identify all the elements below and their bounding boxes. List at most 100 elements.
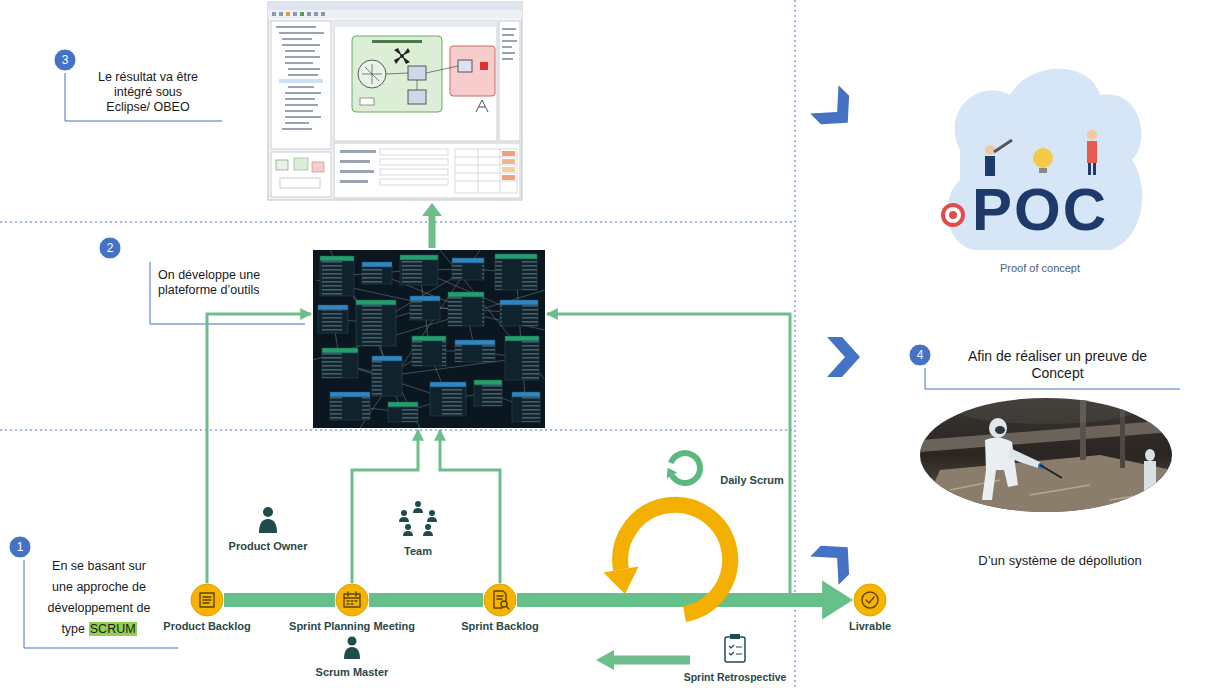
section-separator [0, 222, 795, 223]
team-icon [401, 510, 407, 516]
eclipse-screenshot [286, 12, 290, 16]
step-icon [862, 592, 878, 608]
eclipse-screenshot [334, 143, 520, 198]
callout-text: Afin de réaliser un preuve de Concept [945, 348, 1170, 382]
daily-loop [671, 453, 700, 483]
eclipse-screenshot [358, 60, 386, 88]
eclipse-screenshot [334, 21, 497, 27]
tool-platform-picture [455, 340, 495, 345]
decontamination-photo [950, 480, 1160, 500]
tool-platform-picture [512, 392, 540, 397]
daily-loop [667, 453, 700, 483]
eclipse-screenshot [300, 12, 304, 16]
team-icon [399, 517, 409, 522]
tool-platform-picture [372, 356, 402, 361]
eclipse-screenshot [288, 86, 314, 88]
eclipse-screenshot [268, 2, 522, 10]
eclipse-screenshot [400, 54, 404, 58]
eclipse-screenshot [285, 104, 318, 106]
decontamination-photo [918, 396, 1174, 515]
eclipse-screenshot [502, 159, 515, 164]
poc-illustration [1039, 168, 1047, 173]
ceremony-label: Daily Scrum [712, 474, 792, 487]
tool-platform-picture [330, 397, 370, 420]
step-circle-shape [483, 583, 517, 617]
person-icon [263, 507, 273, 517]
tool-platform-picture [474, 380, 502, 385]
clipboard-icon [730, 634, 740, 639]
poc-illustration [1087, 141, 1097, 163]
label-box: Team [388, 545, 448, 558]
sprint-loop [603, 505, 730, 614]
eclipse-screenshot [340, 170, 374, 173]
label-box: Scrum Master [297, 666, 407, 679]
callout-bracket [24, 560, 178, 648]
step-label: Livrable [849, 620, 891, 633]
eclipse-screenshot [293, 12, 297, 16]
eclipse-screenshot [285, 110, 313, 112]
up-arrow [429, 214, 436, 248]
tool-platform-picture [474, 385, 502, 406]
circle-outline [336, 584, 368, 616]
eclipse-screenshot [380, 149, 517, 193]
step-label: Sprint Planning Meeting [289, 620, 415, 633]
callout-text: Le résultat va être intégré sous Eclipse… [92, 70, 204, 115]
poc-illustration [985, 156, 995, 176]
callout-number: 1 [8, 535, 32, 559]
tool-platform-picture [505, 341, 539, 380]
label-box: Afin de réaliser un preuve de Concept [945, 348, 1170, 382]
callout-circle: 2 [98, 236, 122, 260]
decontamination-photo [956, 396, 1136, 424]
decontamination-photo [1120, 398, 1125, 468]
eclipse-screenshot [394, 48, 410, 64]
eclipse-screenshot [282, 44, 320, 46]
tool-platform-picture [500, 305, 538, 326]
poc-illustration [1087, 130, 1097, 140]
eclipse-screenshot [360, 98, 374, 105]
eclipse-screenshot [502, 28, 516, 30]
poc-illustration [1033, 148, 1053, 168]
eclipse-screenshot [380, 179, 448, 185]
eclipse-screenshot [268, 10, 522, 18]
decontamination-photo [1144, 461, 1156, 491]
circle-outline [54, 49, 76, 71]
eclipse-screenshot [285, 122, 309, 124]
clipboard-icon [725, 634, 745, 662]
person-icon [348, 637, 357, 646]
eclipse-screenshot [502, 151, 515, 156]
callout-circle: 1 [8, 535, 32, 559]
clipboard-icon [729, 645, 742, 655]
team-icon [399, 501, 437, 536]
tool-platform-picture [388, 407, 418, 422]
eclipse-screenshot [502, 52, 515, 54]
flow-band [517, 593, 835, 607]
decontamination-photo [995, 426, 1005, 434]
eclipse-screenshot [499, 21, 520, 141]
decontamination-photo [918, 396, 1174, 515]
eclipse-screenshot [502, 58, 513, 60]
eclipse-screenshot [380, 169, 448, 175]
eclipse-screenshot [288, 68, 320, 70]
step-circle-shape [335, 583, 369, 617]
role-label: Product Owner [218, 540, 318, 553]
eclipse-screenshot [380, 159, 448, 165]
illustration-caption: Proof of concept [975, 262, 1105, 275]
tool-platform-picture [388, 402, 418, 407]
tool-platform-picture [412, 341, 446, 366]
step-circle-shape [853, 583, 887, 617]
team-icon [429, 510, 435, 516]
circle-outline [99, 237, 121, 259]
eclipse-screenshot [502, 46, 512, 48]
tool-platform-picture [318, 310, 348, 333]
poc-illustration [994, 140, 1012, 152]
tool-platform-picture [322, 353, 358, 378]
eclipse-screenshot [268, 2, 522, 200]
decontamination-photo [918, 396, 1174, 514]
circle-outline [854, 584, 886, 616]
eclipse-screenshot [386, 66, 458, 90]
tool-platform-picture [356, 300, 396, 305]
poc-letters: POC [965, 180, 1115, 240]
section-separator [795, 0, 796, 688]
eclipse-screenshot [408, 90, 426, 104]
